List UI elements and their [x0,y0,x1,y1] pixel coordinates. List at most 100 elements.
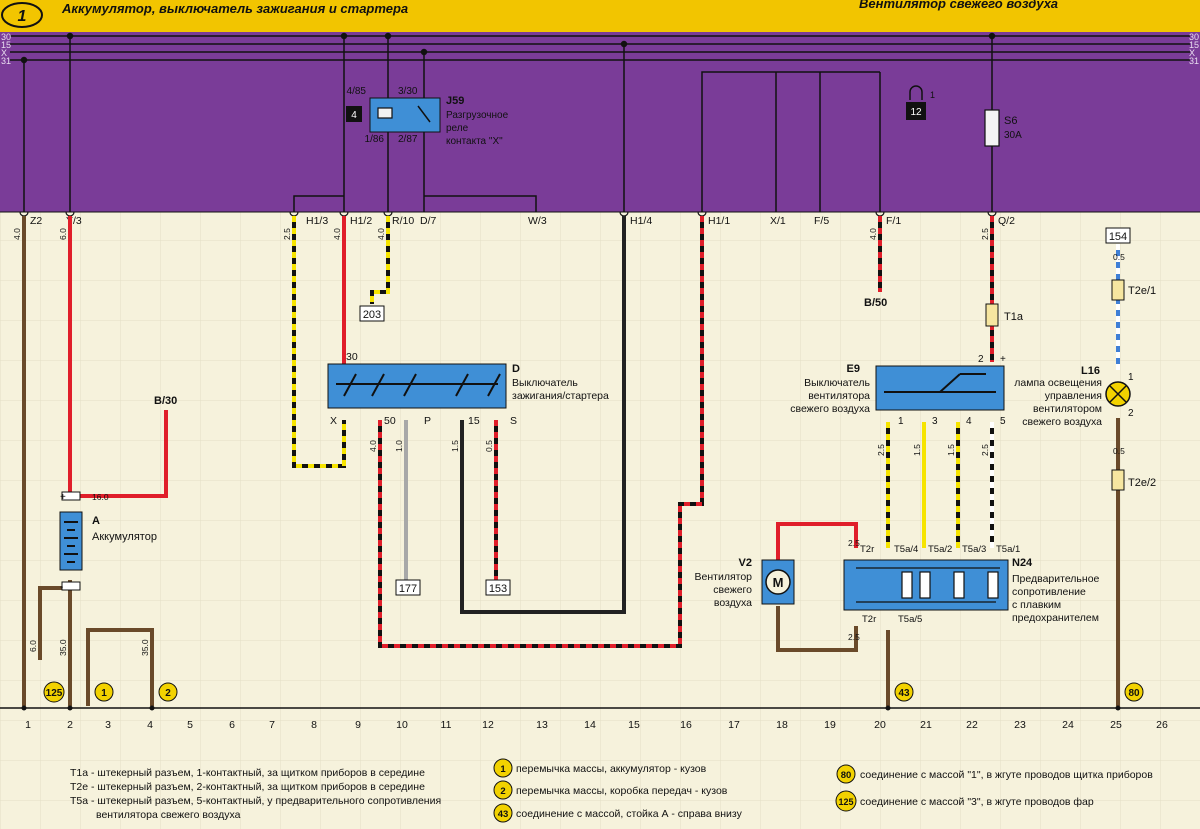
badge-12-pin: 1 [930,90,935,100]
grid-number-2: 2 [67,719,73,731]
relay-badge [346,106,362,122]
size-ign-s: 0.5 [484,440,494,452]
battery-minus: - [60,582,63,593]
bus-area: 30 15 X 31 30 15 X 31 [0,32,1200,212]
grid-number-8: 8 [311,719,317,731]
n24-bot-t5a5: T5a/5 [898,614,922,625]
n24-title-1: Предварительное [1012,573,1100,585]
l16-title-1: лампа освещения [1014,377,1102,389]
conn-h14: H1/4 [630,215,652,227]
grid-number-1: 1 [25,719,31,731]
v2-title-3: воздуха [714,597,752,609]
battery-id: A [92,515,100,527]
l16-title-4: свежего воздуха [1022,416,1102,428]
grid-number-22: 22 [966,719,978,731]
conn-z2: Z2 [30,215,42,227]
relay-pin-30: 3/30 [398,86,418,97]
ign-pin-15: 15 [468,415,480,427]
size-n24-bot: 2.5 [848,632,860,642]
grid-number-24: 24 [1062,719,1074,731]
grid-number-26: 26 [1156,719,1168,731]
fuse-s6: S6 30A [984,109,1022,147]
grid-number-15: 15 [628,719,640,731]
size-ign-15: 1.5 [450,440,460,452]
ign-pin-30: 30 [346,351,358,363]
ground-badge-125: 125 [46,688,63,699]
bus-label-x-left: X [1,48,7,58]
conn-d7: D/7 [420,215,437,227]
conn-x1: X/1 [770,215,786,227]
size-e9-5: 2.5 [980,444,990,456]
e9-pin-3: 3 [932,416,938,427]
wires [22,216,1120,706]
grid-number-23: 23 [1014,719,1026,731]
conn-w3: W/3 [528,215,547,227]
legend-g80-badge: 80 [841,770,852,781]
size-z2: 4.0 [12,228,22,240]
grid-number-21: 21 [920,719,932,731]
badge-12: 12 1 [906,85,935,120]
v2-title-1: Вентилятор [695,571,753,583]
bus-label-x-right: X [1189,48,1195,58]
l16-title-3: вентилятором [1033,403,1102,415]
ref-177: 177 [399,583,417,595]
grid-number-6: 6 [229,719,235,731]
grid-number-18: 18 [776,719,788,731]
ground-badge-2: 2 [165,688,171,699]
legend-t5a-1: T5a - штекерный разъем, 5-контактный, у … [70,795,441,807]
relay-pin-86: 1/86 [365,134,385,145]
size-ground-6: 6.0 [28,640,38,652]
t2e1-label: T2e/1 [1128,285,1156,297]
references: B/30 B/50 203 177 153 154 [154,227,1131,596]
l16-pin-2: 2 [1128,408,1134,419]
size-q2: 2.5 [980,228,990,240]
n24-top-t5a4: T5a/4 [894,544,918,555]
ign-pin-p: P [424,415,431,427]
size-f1: 4.0 [868,228,878,240]
e9-pin-plus: + [1000,354,1006,365]
n24-title-3: с плавким [1012,599,1061,611]
relay-pin-85: 4/85 [347,86,367,97]
ign-title-2: зажигания/стартера [512,390,609,402]
connector-t1a: T1a [985,303,1024,327]
legend-t1a: T1a - штекерный разъем, 1-контактный, за… [70,767,425,779]
legend-t2e: T2e - штекерный разъем, 2-контактный, за… [70,781,425,793]
relay-id: J59 [446,95,464,107]
fuse-id: S6 [1004,115,1017,127]
conn-h11: H1/1 [708,215,730,227]
ign-id: D [512,363,520,375]
ground-rail: 125 1 2 43 80 [0,681,1200,711]
connector-row: Z2 Y/3 H1/3 H1/2 R/10 D/7 W/3 H1/4 H1/1 … [0,211,1200,227]
relay-j59: 4 4/85 3/30 1/86 2/87 J59 Разгрузочное р… [346,86,509,147]
battery-a: + - A Аккумулятор [59,491,157,593]
motor-v2: M V2 Вентилятор свежего воздуха [695,557,795,609]
grid-number-10: 10 [396,719,408,731]
ref-203: 203 [363,309,381,321]
size-h12: 4.0 [332,228,342,240]
l16-title-2: управления [1045,390,1102,402]
legend-t5a-2: вентилятора свежего воздуха [96,809,241,821]
legend-g43: соединение с массой, стойка А - справа в… [516,808,743,820]
ground-badge-1: 1 [101,688,107,699]
legend-g125: соединение с массой "3", в жгуте проводо… [860,796,1094,808]
header-bar: 1 Аккумулятор, выключатель зажигания и с… [0,0,1200,32]
conn-f1: F/1 [886,215,901,227]
bus-label-31-left: 31 [1,56,11,66]
legend-g1-badge: 1 [500,764,506,775]
ground-badge-43: 43 [898,688,910,699]
size-v2-top: 2.5 [848,538,860,548]
size-l16-bot: 0.5 [1113,446,1125,456]
bus-label-15-left: 15 [1,40,11,50]
n24-title-2: сопротивление [1012,586,1086,598]
grid-number-4: 4 [147,719,153,731]
bus-label-15-right: 15 [1189,40,1199,50]
t1a-label: T1a [1004,311,1024,323]
motor-symbol: M [773,575,784,590]
page-badge-number: 1 [18,8,27,25]
ref-b30: B/30 [154,395,177,407]
grid-number-13: 13 [536,719,548,731]
grid-number-5: 5 [187,719,193,731]
conn-q2: Q/2 [998,215,1015,227]
